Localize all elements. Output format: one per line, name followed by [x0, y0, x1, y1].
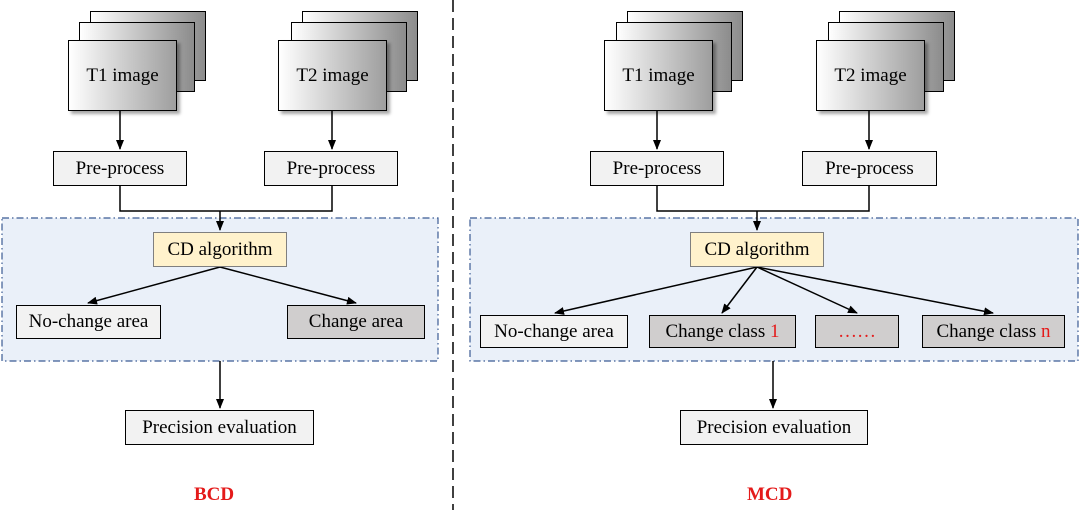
bcd-preprocess-box-2: Pre-process [264, 151, 398, 186]
bcd-evaluation-box: Precision evaluation [125, 410, 314, 445]
bcd-preprocess-label-2: Pre-process [286, 157, 376, 179]
mcd-merge-line [656, 186, 870, 212]
bcd-merge-line [119, 186, 333, 212]
bcd-arrow-to-no-change [87, 266, 221, 305]
mcd-change-class-1-index: 1 [769, 320, 780, 342]
mcd-change-class-1-label: Change class 1 [666, 321, 780, 343]
bcd-algorithm-box: CD algorithm [153, 232, 287, 267]
mcd-algorithm-label: CD algorithm [704, 238, 810, 260]
bcd-no-change-box: No-change area [16, 305, 161, 339]
mcd-label: MCD [747, 484, 793, 505]
mcd-arrow-to-change-class-1 [721, 266, 758, 314]
mcd-preprocess-box-1: Pre-process [590, 151, 724, 186]
bcd-preprocess-label-1: Pre-process [75, 157, 165, 179]
mcd-arrow-to-change-class-n [756, 266, 994, 316]
mcd-arrow-to-no-change [554, 266, 758, 315]
bcd-t1-image-label: T1 image [86, 64, 159, 86]
mcd-no-change-box: No-change area [480, 315, 628, 348]
mcd-preprocess-box-2: Pre-process [802, 151, 937, 186]
mcd-ellipsis-label: …… [838, 320, 876, 342]
bcd-change-label: Change area [308, 311, 404, 332]
mcd-algorithm-box: CD algorithm [690, 232, 824, 267]
bcd-preprocess-box-1: Pre-process [53, 151, 187, 186]
mcd-change-class-n-text: Change class [936, 320, 1041, 342]
mcd-change-class-n-box: Change class n [922, 315, 1065, 348]
mcd-t2-image-label: T2 image [834, 64, 907, 86]
bcd-label: BCD [194, 484, 235, 505]
mcd-t1-image-label: T1 image [622, 64, 695, 86]
mcd-t1-image-box: T1 image [604, 40, 713, 111]
mcd-ellipsis-box: …… [815, 315, 899, 348]
bcd-t1-image-box: T1 image [68, 40, 177, 111]
bcd-change-box: Change area [287, 305, 425, 339]
mcd-change-class-n-index: n [1040, 320, 1051, 342]
mcd-evaluation-box: Precision evaluation [680, 410, 868, 445]
bcd-arrow-to-change [219, 266, 357, 305]
mcd-no-change-label: No-change area [494, 320, 614, 342]
mcd-change-class-1-text: Change class [665, 320, 770, 342]
mcd-change-class-n-label: Change class n [937, 321, 1051, 343]
mcd-change-class-1-box: Change class 1 [649, 315, 796, 348]
mcd-arrow-to-ellipsis [756, 266, 858, 314]
bcd-no-change-label: No-change area [28, 311, 149, 332]
bcd-t2-image-label: T2 image [296, 64, 369, 86]
bcd-evaluation-label: Precision evaluation [142, 416, 297, 438]
mcd-evaluation-label: Precision evaluation [696, 416, 852, 438]
bcd-t2-image-box: T2 image [278, 40, 387, 111]
mcd-preprocess-label-1: Pre-process [612, 157, 702, 179]
mcd-t2-image-box: T2 image [816, 40, 925, 111]
bcd-algorithm-label: CD algorithm [167, 238, 273, 260]
mcd-preprocess-label-2: Pre-process [825, 157, 914, 179]
